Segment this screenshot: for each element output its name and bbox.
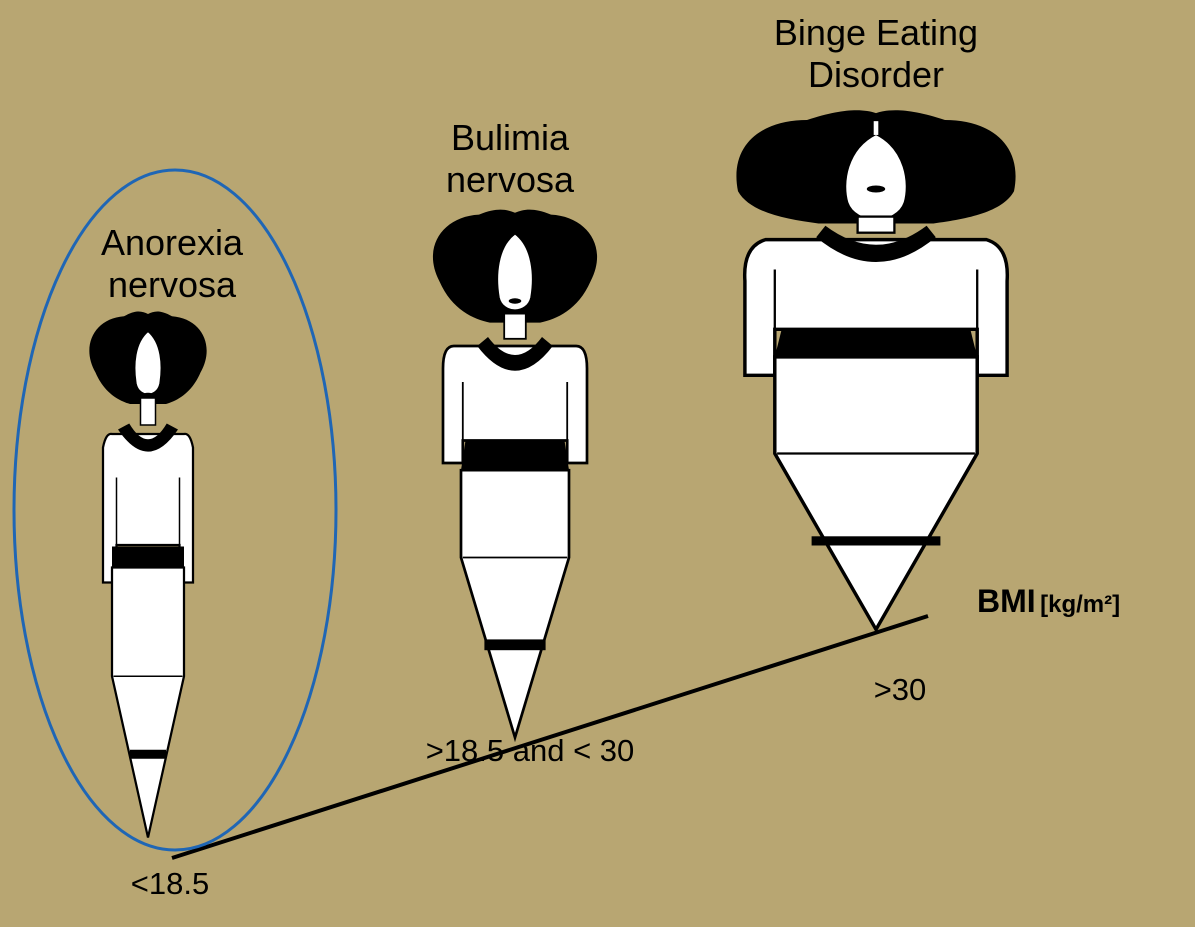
label-bulimia-line1: Bulimia [420, 117, 600, 159]
bmi-label-anorexia: <18.5 [110, 866, 230, 902]
label-binge-line1: Binge Eating [740, 12, 1012, 54]
label-anorexia-line1: Anorexia [82, 222, 262, 264]
label-binge-line2: Disorder [740, 54, 1012, 96]
bmi-label-binge: >30 [850, 672, 950, 708]
figure-anorexia [89, 311, 206, 837]
bmi-label-bulimia: >18.5 and < 30 [400, 733, 660, 769]
bmi-axis-name: BMI [977, 583, 1036, 619]
label-bulimia: Bulimia nervosa [420, 117, 600, 201]
label-anorexia: Anorexia nervosa [82, 222, 262, 306]
figure-bulimia [433, 210, 597, 738]
label-binge: Binge Eating Disorder [740, 12, 1012, 96]
label-bulimia-line2: nervosa [420, 159, 600, 201]
label-anorexia-line2: nervosa [82, 264, 262, 306]
bmi-axis-title: BMI [kg/m²] [977, 583, 1120, 620]
figure-binge [736, 110, 1015, 629]
bmi-axis-unit: [kg/m²] [1040, 591, 1120, 618]
